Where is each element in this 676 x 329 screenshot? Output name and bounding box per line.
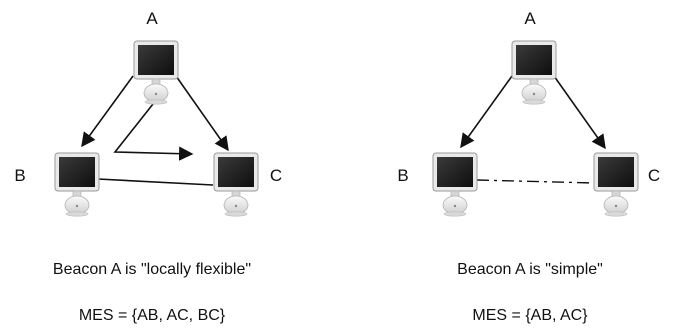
edge-a-c — [553, 75, 606, 150]
mes-left: MES = {AB, AC, BC} — [79, 307, 226, 324]
computer-icon — [54, 152, 100, 217]
node-c-label: C — [648, 166, 660, 185]
edge-a-b — [460, 75, 513, 149]
mes-right: MES = {AB, AC} — [472, 307, 588, 324]
computer-icon — [593, 152, 639, 217]
edge-relay-b-to-c — [113, 103, 194, 161]
node-a-label: A — [524, 9, 536, 28]
computer-icon — [511, 40, 557, 105]
node-c-label: C — [270, 166, 282, 185]
caption-right: Beacon A is "simple" — [457, 261, 603, 278]
computer-icon — [213, 152, 259, 217]
computer-icon — [432, 152, 478, 217]
node-b-label: B — [14, 166, 25, 185]
computer-icon — [133, 40, 179, 105]
edge-b-c-missing — [476, 179, 595, 184]
panel-simple: A B C Beacon A is "simple" MES = {AB, AC… — [397, 9, 660, 324]
edge-a-c — [175, 75, 229, 152]
node-b-label: B — [397, 166, 408, 185]
edge-b-c — [97, 178, 214, 186]
edge-a-b — [81, 75, 134, 148]
caption-left: Beacon A is "locally flexible" — [53, 261, 251, 278]
panel-locally-flexible: A B C Beacon A is "locally flexible" MES… — [14, 9, 282, 324]
node-a-label: A — [146, 9, 158, 28]
